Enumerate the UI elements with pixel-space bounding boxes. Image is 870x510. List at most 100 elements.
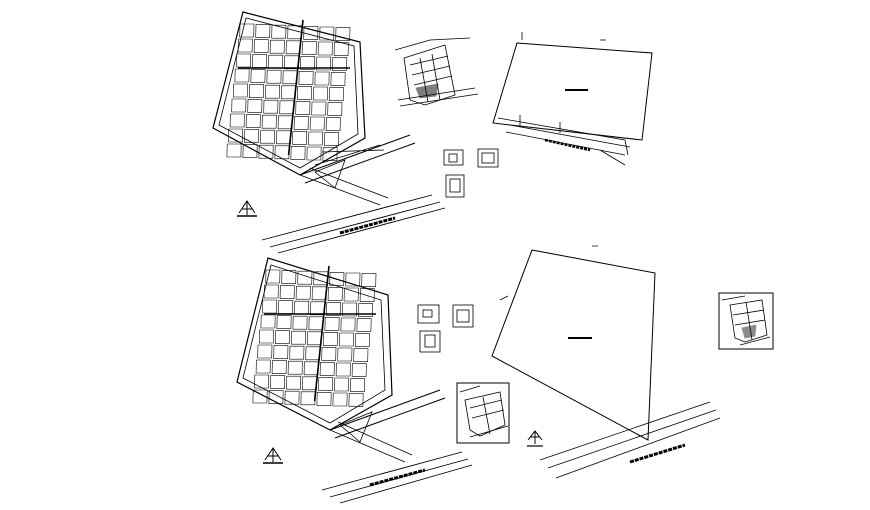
- frontage-centerline: [629, 443, 686, 464]
- north-arrow-icon: [237, 200, 257, 217]
- lot-parcel: [330, 72, 346, 86]
- lot-parcel: [319, 362, 335, 376]
- lot-parcel: [322, 332, 338, 346]
- lot-parcel: [281, 270, 297, 284]
- lot-parcel: [327, 102, 343, 116]
- lot-parcel: [276, 315, 292, 329]
- lot-parcel: [322, 147, 338, 161]
- sketch-fill: [415, 83, 439, 99]
- lot-parcel: [292, 315, 308, 330]
- sketch-fill: [741, 324, 757, 339]
- lot-parcel: [300, 391, 316, 406]
- lot-parcel: [231, 98, 247, 113]
- frontage-centerline: [544, 138, 591, 152]
- road-spur: [329, 421, 413, 463]
- lot-parcel: [271, 360, 287, 374]
- lot-parcel: [236, 53, 252, 68]
- lot-parcel: [309, 116, 325, 131]
- lot-parcel: [279, 285, 295, 299]
- detail-b: [477, 148, 499, 168]
- lot-parcel: [312, 86, 328, 101]
- lot-parcel: [345, 272, 361, 287]
- inset-frame: [456, 382, 510, 444]
- parcel-frontage: [497, 115, 629, 156]
- detail-a: [443, 149, 464, 166]
- lot-parcel: [282, 70, 298, 85]
- lot-parcel: [328, 87, 344, 101]
- lot-parcel: [340, 317, 356, 332]
- lot-parcel: [353, 348, 369, 362]
- triangle-island: [339, 411, 373, 443]
- lot-parcel: [253, 39, 269, 53]
- lot-parcel: [232, 83, 248, 98]
- tree-symbol-icon: [527, 430, 543, 447]
- detail-c: [419, 330, 441, 353]
- parcel-outline-top: [492, 32, 653, 166]
- triangle-island: [314, 159, 346, 189]
- subdivision-plan-top: [212, 11, 446, 254]
- lot-parcel: [295, 101, 311, 115]
- lot-parcel: [237, 38, 253, 53]
- lot-parcel: [303, 26, 319, 40]
- lot-parcel: [250, 69, 266, 83]
- lot-parcel: [278, 300, 294, 314]
- lot-parcel: [338, 332, 354, 347]
- lot-parcel: [263, 99, 279, 114]
- lot-parcel: [255, 24, 271, 38]
- lot-parcel: [289, 345, 305, 360]
- lot-parcel: [280, 85, 296, 100]
- parcel-outline-bottom: [491, 245, 721, 479]
- lot-parcel: [310, 301, 326, 316]
- sketch-lots: [409, 53, 453, 103]
- frontage-road: [539, 401, 721, 479]
- lot-parcel: [263, 284, 279, 299]
- lot-parcel: [293, 116, 309, 130]
- lot-parcel: [229, 113, 245, 128]
- sketch-lots: [732, 301, 766, 341]
- detail-b-inner: [456, 309, 470, 323]
- lot-parcel: [265, 269, 281, 284]
- north-arrow-icon: [263, 447, 283, 464]
- lot-parcel: [359, 288, 375, 302]
- lot-grid: [226, 19, 351, 161]
- lot-parcel: [327, 287, 343, 301]
- lot-parcel: [351, 363, 367, 377]
- lot-parcel: [290, 146, 306, 160]
- lot-parcel: [296, 86, 312, 100]
- lot-parcel: [335, 27, 351, 41]
- parcel-boundary: [491, 249, 656, 441]
- lot-parcel: [286, 375, 302, 390]
- detail-c: [445, 174, 465, 198]
- access-road: [329, 389, 446, 439]
- lot-parcel: [269, 39, 285, 54]
- sketch-road-2: [394, 37, 471, 51]
- lot-parcel: [319, 26, 335, 41]
- lot-parcel: [334, 377, 350, 392]
- lot-parcel: [305, 346, 321, 361]
- plan-inner-boundary: [218, 17, 359, 169]
- lot-parcel: [361, 273, 377, 287]
- lot-parcel: [247, 99, 263, 113]
- location-sketch-top: [394, 37, 479, 107]
- detail-symbols-bottom: [417, 304, 474, 353]
- lot-parcel: [294, 300, 310, 315]
- lot-parcel: [244, 129, 260, 143]
- lot-parcel: [271, 24, 287, 39]
- lot-grid: [252, 265, 377, 407]
- detail-c-inner: [424, 334, 436, 348]
- sketch-road: [459, 385, 509, 438]
- lot-parcel: [226, 143, 242, 158]
- lot-parcel: [332, 392, 348, 407]
- lot-parcel: [295, 285, 311, 300]
- lot-parcel: [285, 40, 301, 55]
- access-road: [299, 134, 416, 184]
- north-tick: [499, 245, 598, 301]
- plan-boundary: [236, 257, 393, 431]
- lot-parcel: [308, 316, 324, 331]
- lot-parcel: [268, 54, 284, 69]
- lot-parcel: [316, 56, 332, 71]
- lot-parcel: [252, 54, 268, 68]
- lot-parcel: [258, 144, 274, 159]
